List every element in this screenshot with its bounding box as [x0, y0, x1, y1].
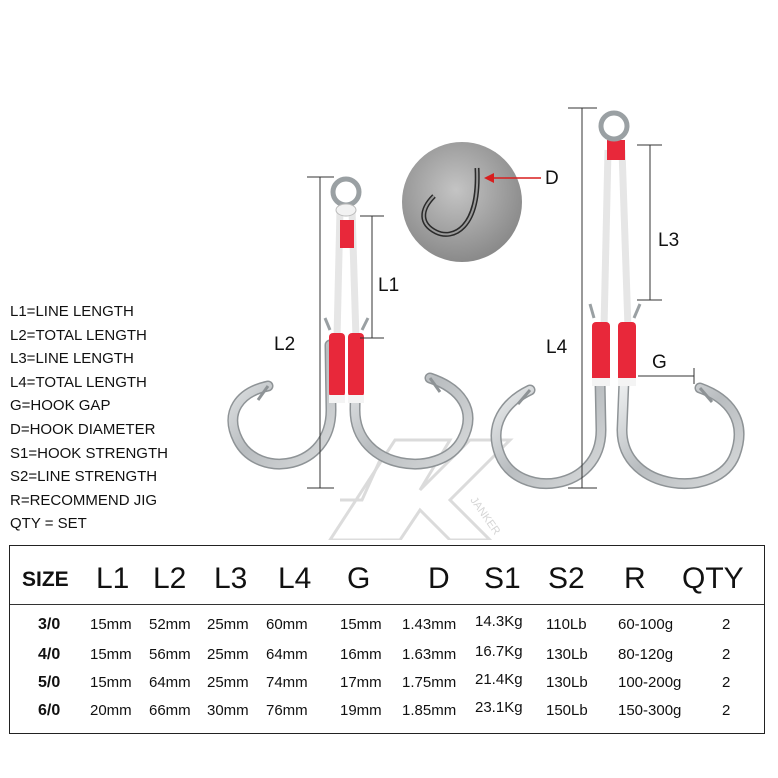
cell-l1: 15mm: [90, 646, 132, 663]
hook-illustration: JANKER: [227, 107, 745, 540]
cell-qty: 2: [722, 616, 731, 633]
cell-l4: 76mm: [266, 702, 308, 719]
cell-qty: 2: [722, 702, 731, 719]
right-hook-pair: [490, 110, 745, 490]
cell-g: 16mm: [340, 646, 382, 663]
label-l3: L3: [658, 230, 680, 251]
watermark-text: JANKER: [468, 495, 503, 537]
cell-s2: 130Lb: [546, 674, 588, 691]
label-l4: L4: [546, 337, 568, 358]
header-d: D: [428, 562, 450, 595]
cell-d: 1.75mm: [402, 674, 457, 691]
cell-r: 100-200g: [618, 674, 682, 691]
cell-s2: 130Lb: [546, 646, 588, 663]
cell-l2: 52mm: [149, 616, 191, 633]
header-s2: S2: [548, 562, 585, 595]
label-d: D: [545, 168, 559, 189]
cell-l1: 20mm: [90, 702, 132, 719]
cell-d: 1.63mm: [402, 646, 457, 663]
cell-l4: 60mm: [266, 616, 308, 633]
cell-d: 1.85mm: [402, 702, 457, 719]
legend-item: L4=TOTAL LENGTH: [10, 373, 147, 391]
legend-item: S2=LINE STRENGTH: [10, 468, 158, 486]
cell-r: 60-100g: [618, 616, 674, 633]
left-hook-pair: [227, 176, 474, 470]
cell-l3: 25mm: [207, 646, 249, 663]
legend-item: S1=HOOK STRENGTH: [10, 444, 168, 462]
header-r: R: [624, 562, 646, 595]
legend-item: G=HOOK GAP: [10, 397, 111, 415]
abbreviation-legend: L1=LINE LENGTH L2=TOTAL LENGTH L3=LINE L…: [10, 300, 168, 536]
cell-l2: 56mm: [149, 646, 191, 663]
cell-qty: 2: [722, 646, 731, 663]
legend-item: L2=TOTAL LENGTH: [10, 326, 147, 344]
label-g: G: [652, 352, 667, 373]
cell-l4: 64mm: [266, 646, 308, 663]
cell-l3: 25mm: [207, 674, 249, 691]
legend-item: L1=LINE LENGTH: [10, 303, 134, 320]
cell-g: 15mm: [340, 616, 382, 633]
header-l1: L1: [96, 562, 130, 595]
cell-s2: 150Lb: [546, 702, 588, 719]
legend-item: R=RECOMMEND JIG: [10, 491, 158, 509]
cell-s1: 16.7Kg: [475, 643, 523, 660]
cell-s1: 14.3Kg: [475, 613, 523, 630]
header-l4: L4: [278, 562, 312, 595]
cell-l4: 74mm: [266, 674, 308, 691]
cell-s1: 21.4Kg: [475, 671, 523, 688]
spec-table: SIZE L1 L2 L3 L4 G D S1 S2 R QTY 3/0 15mm…: [9, 545, 765, 734]
cell-r: 80-120g: [618, 646, 674, 663]
legend-item: D=HOOK DIAMETER: [10, 420, 156, 438]
right-dimensions: [568, 107, 695, 489]
left-dimensions: [307, 176, 384, 489]
cell-d: 1.43mm: [402, 616, 457, 633]
cell-l1: 15mm: [90, 616, 132, 633]
header-g: G: [347, 562, 371, 595]
cell-l3: 30mm: [207, 702, 249, 719]
header-s1: S1: [484, 562, 521, 595]
header-l3: L3: [214, 562, 248, 595]
label-l2: L2: [274, 334, 296, 355]
cell-g: 19mm: [340, 702, 382, 719]
legend-item: QTY = SET: [10, 515, 87, 533]
brand-watermark: JANKER: [328, 438, 514, 540]
cell-qty: 2: [722, 674, 731, 691]
hook-diameter-zoom: [402, 142, 541, 262]
header-qty: QTY: [682, 562, 744, 595]
cell-l3: 25mm: [207, 616, 249, 633]
cell-s1: 23.1Kg: [475, 699, 523, 716]
legend-item: L3=LINE LENGTH: [10, 350, 134, 368]
cell-l2: 66mm: [149, 702, 191, 719]
cell-size: 3/0: [38, 616, 61, 633]
cell-l1: 15mm: [90, 674, 132, 691]
label-l1: L1: [378, 275, 400, 296]
cell-size: 4/0: [38, 646, 61, 663]
cell-g: 17mm: [340, 674, 382, 691]
header-divider: [10, 604, 764, 605]
cell-s2: 110Lb: [546, 616, 587, 633]
header-l2: L2: [153, 562, 187, 595]
cell-size: 6/0: [38, 702, 61, 719]
cell-size: 5/0: [38, 674, 61, 691]
header-size: SIZE: [22, 568, 69, 591]
cell-l2: 64mm: [149, 674, 191, 691]
cell-r: 150-300g: [618, 702, 682, 719]
